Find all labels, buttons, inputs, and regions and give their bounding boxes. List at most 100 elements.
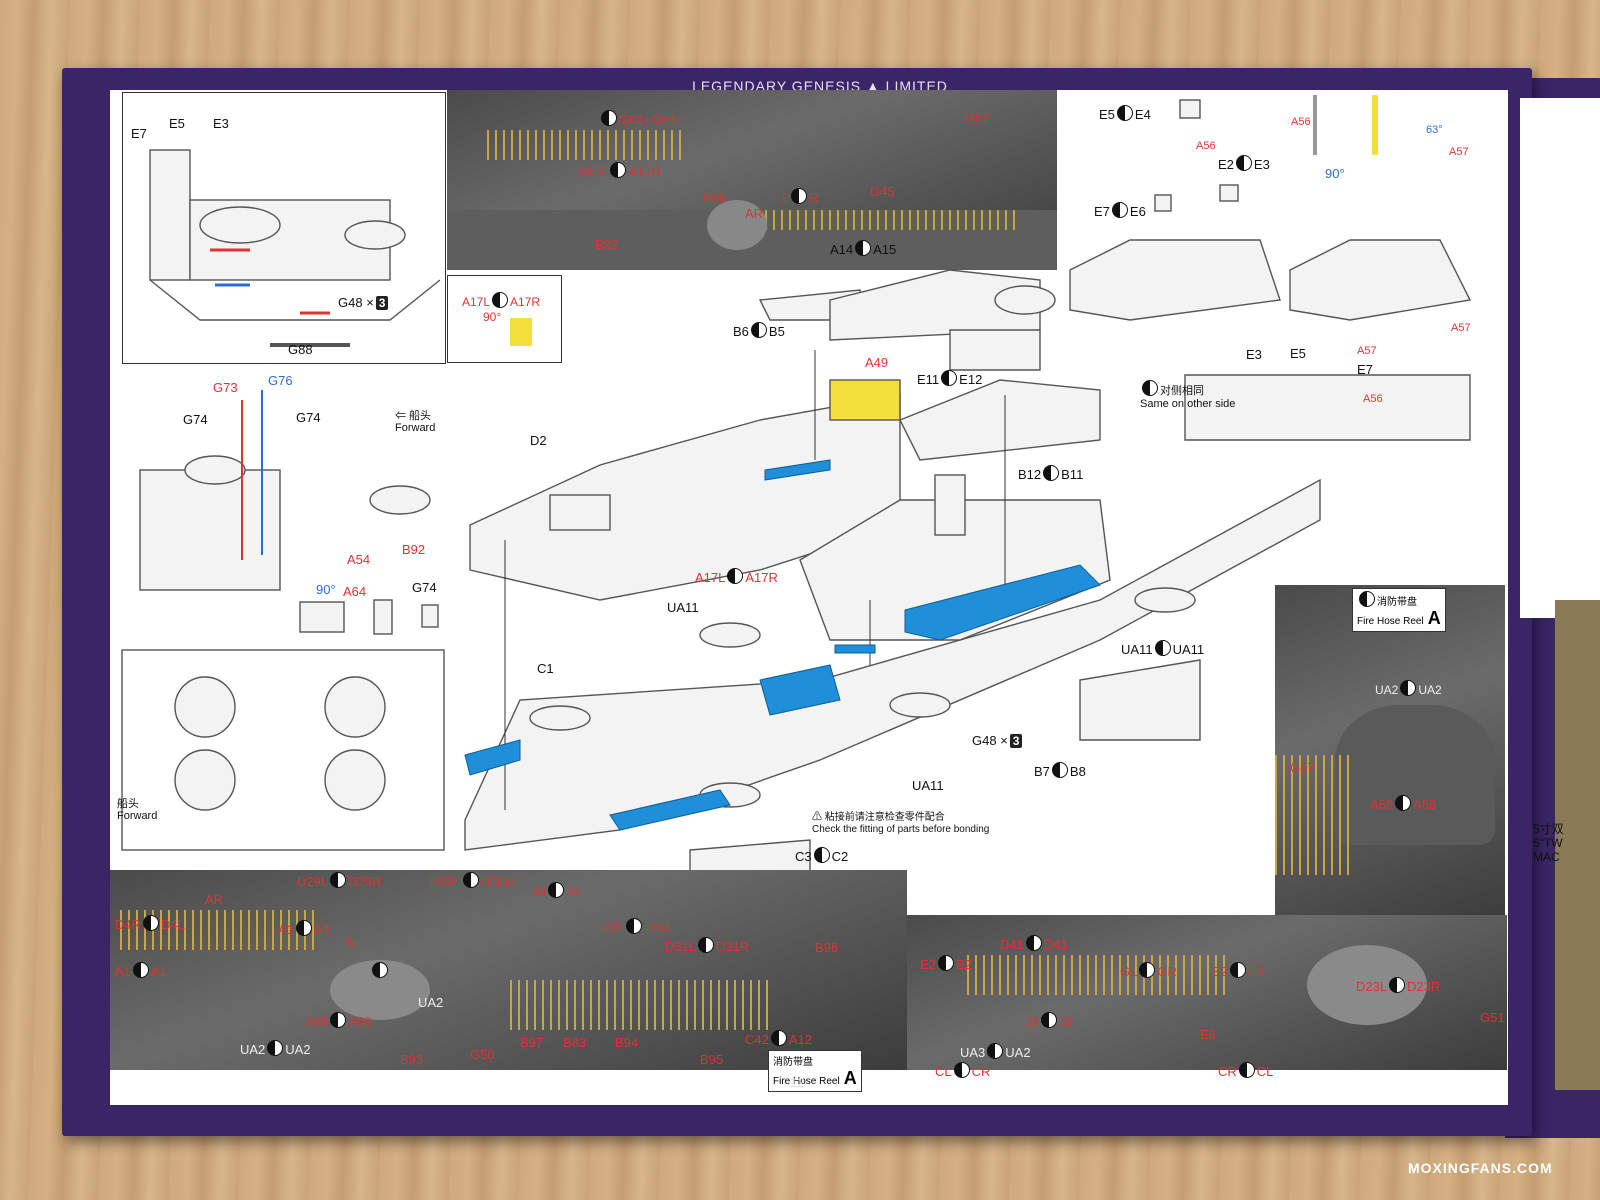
label-e3: E3 — [213, 116, 229, 131]
inset-part-yellow — [510, 318, 532, 346]
bp-ua2: UA2 — [418, 995, 444, 1010]
label-e7-b: E7 — [1357, 362, 1373, 377]
label-angle-90-right: 90° — [1325, 166, 1345, 181]
photo-label-g52: G52 — [965, 110, 990, 125]
next-page-white — [1520, 98, 1600, 618]
label-a54: A54 — [347, 552, 371, 567]
label-e5-b: E5 — [1290, 346, 1306, 361]
label-d2: D2 — [530, 433, 547, 448]
bp-b93: B93 — [400, 1052, 424, 1067]
label-a49: A49 — [865, 355, 889, 370]
label-a56: A56 — [1196, 140, 1216, 152]
photo-label-g62: G62+G64 — [599, 110, 676, 127]
part-h-grey — [1313, 95, 1317, 155]
label-c1: C1 — [537, 661, 554, 676]
label-b92: B92 — [402, 542, 426, 557]
bp-k: K — [347, 935, 356, 950]
label-g73: G73 — [213, 380, 238, 395]
photo-label-b92: B92 — [595, 237, 619, 252]
label-a56-c: A56 — [1363, 393, 1383, 405]
footer-title: 35000X 1/350 WWII U.S.NAVY BATTLESHIP BB… — [110, 1070, 547, 1086]
photo-label-b96: B96 — [703, 190, 727, 205]
label-e7: E7 — [131, 126, 147, 141]
bp-b83: B83 — [563, 1035, 587, 1050]
bp-a1-center — [370, 962, 390, 979]
panel-inset-a17 — [447, 275, 562, 363]
photo-label-g47: G47 — [1290, 760, 1315, 775]
label-g88: G88 — [288, 342, 313, 357]
label-ua11-top: UA11 — [667, 600, 699, 615]
label-e5: E5 — [169, 116, 185, 131]
bp-b94: B94 — [615, 1035, 639, 1050]
label-g48: G48 ×3 — [338, 295, 389, 310]
watermark: MOXINGFANS.COM — [1408, 1160, 1553, 1176]
photo-label-g45: G45 — [870, 184, 895, 199]
label-angle-90: 90° — [316, 582, 336, 597]
label-g48-main: G48 ×3 — [972, 733, 1023, 748]
top-photo — [447, 90, 1057, 270]
label-g74-right: G74 — [296, 410, 321, 425]
label-g74-small: G74 — [412, 580, 437, 595]
label-g76: G76 — [268, 373, 293, 388]
label-a57-c: A57 — [1357, 345, 1377, 357]
page-number: 12 — [790, 1075, 805, 1090]
label-a57: A57 — [1449, 146, 1469, 158]
bp-b96: B96 — [815, 940, 839, 955]
bottom-photo-right — [907, 915, 1507, 1070]
label-a57-b: A57 — [1451, 322, 1471, 334]
photo-label-ar: AR — [745, 206, 764, 221]
part-h-yellow — [1372, 95, 1378, 155]
label-g74-left: G74 — [183, 412, 208, 427]
bp-b97: B97 — [520, 1035, 544, 1050]
inset-angle: 90° — [483, 310, 502, 324]
next-page-photo — [1555, 600, 1600, 1090]
bp-g51: G51 — [1480, 1010, 1505, 1025]
label-angle-63: 63° — [1426, 124, 1443, 136]
bp-b95: B95 — [700, 1052, 724, 1067]
bp-ar: AR — [205, 892, 224, 907]
bp-g50: G50 — [470, 1047, 495, 1062]
label-e3-b: E3 — [1246, 347, 1262, 362]
